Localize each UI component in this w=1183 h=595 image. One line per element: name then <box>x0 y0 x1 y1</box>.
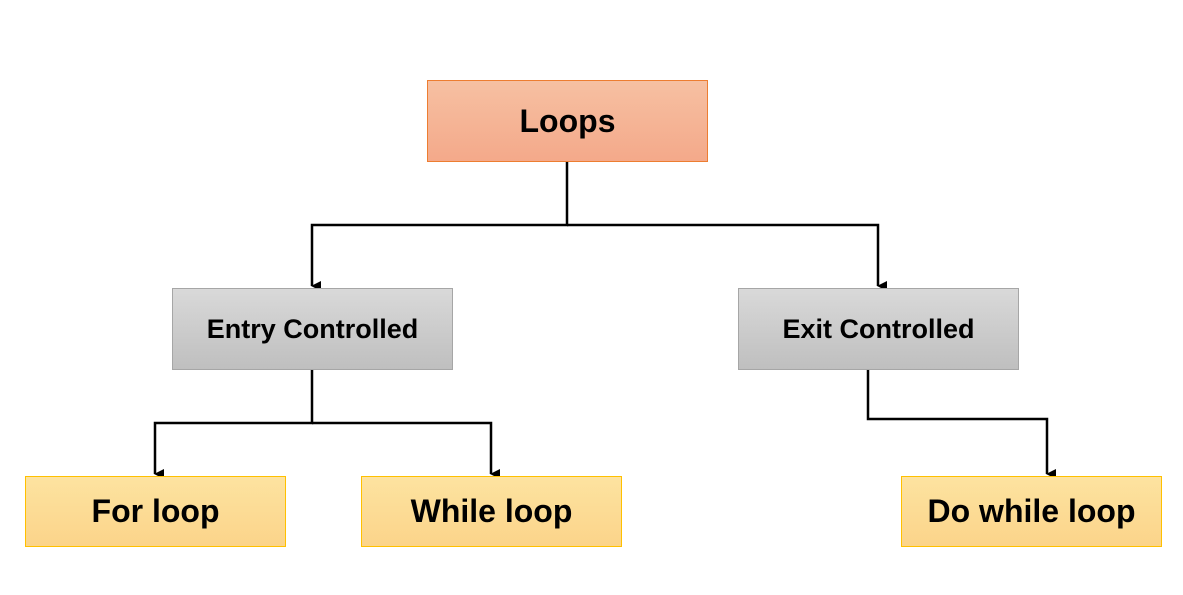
do-while-loop-label: Do while loop <box>927 493 1136 529</box>
exit-controlled-node: Exit Controlled <box>738 288 1019 370</box>
entry-controlled-node: Entry Controlled <box>172 288 453 370</box>
do-while-loop-node: Do while loop <box>901 476 1162 547</box>
connector-entry-to-for <box>153 370 314 479</box>
entry-controlled-label: Entry Controlled <box>206 313 419 344</box>
connector-loops-to-exit <box>567 223 887 291</box>
while-loop-node: While loop <box>361 476 622 547</box>
connector-exit-to-dowhile <box>866 370 1056 479</box>
while-loop-label: While loop <box>410 493 573 529</box>
for-loop-label: For loop <box>91 493 220 529</box>
for-loop-node: For loop <box>25 476 286 547</box>
connector-entry-to-while <box>312 421 500 479</box>
connector-loops-to-entry <box>310 162 569 291</box>
exit-controlled-label: Exit Controlled <box>782 313 975 344</box>
loops-node-label: Loops <box>519 102 616 139</box>
loops-node: Loops <box>427 80 708 162</box>
